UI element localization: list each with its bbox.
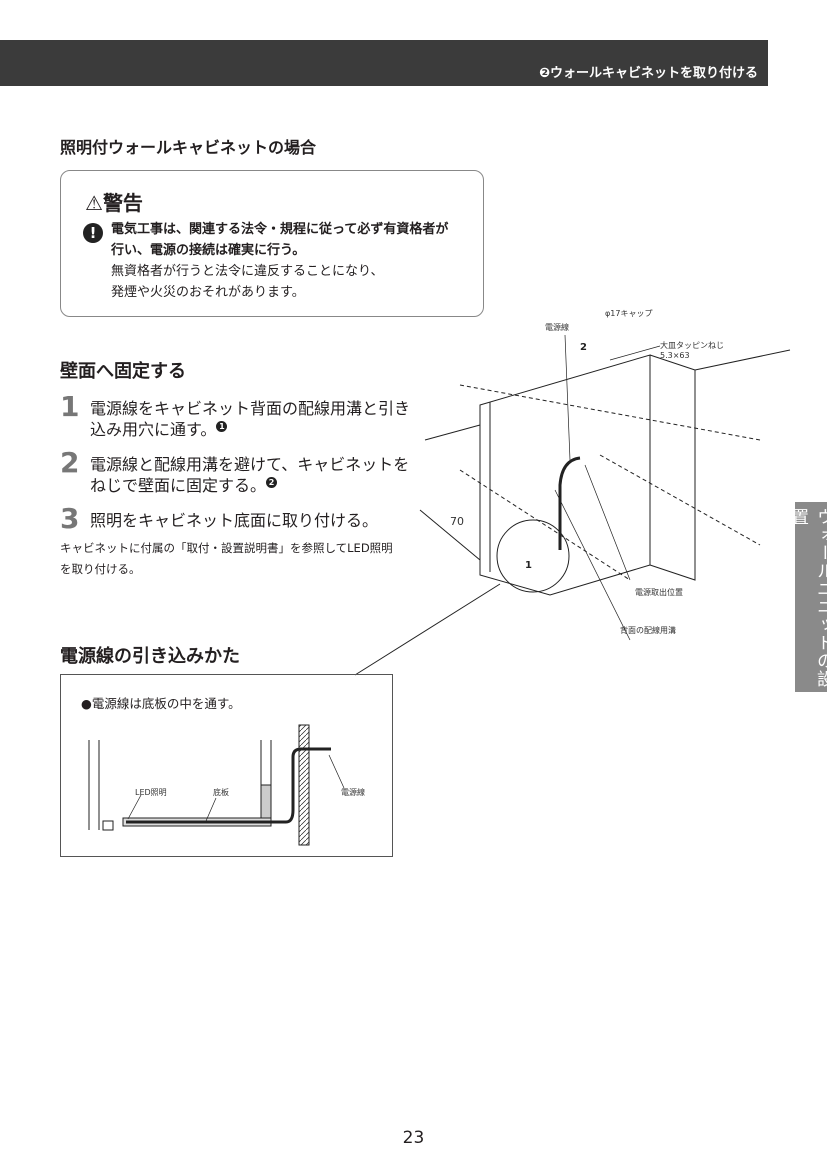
mark-1: 1 bbox=[525, 560, 532, 571]
label-leaders bbox=[554, 334, 661, 641]
header-section-title: ❷ウォールキャビネットを取り付ける bbox=[538, 66, 758, 81]
section-title: 照明付ウォールキャビネットの場合 bbox=[60, 138, 317, 157]
wall-lines bbox=[419, 349, 791, 561]
warning-bold-line: 電気工事は、関連する法令・規程に従って必ず有資格者が bbox=[111, 222, 449, 237]
detail-circle bbox=[496, 519, 570, 593]
label-power-line: 電源線 bbox=[545, 322, 569, 332]
cabinet-side bbox=[479, 402, 491, 575]
label-bottom-board: 底板 bbox=[213, 787, 229, 797]
routing-diagram: LED照明 底板 電源線 bbox=[88, 724, 365, 846]
routing-note: ●電源線は底板の中を通す。 bbox=[81, 696, 241, 711]
cabinet-back bbox=[479, 354, 651, 596]
warning-text-line: 発煙や火災のおそれがあります。 bbox=[111, 285, 305, 300]
header-bar: ❷ウォールキャビネットを取り付ける bbox=[0, 40, 768, 86]
label-led: LED照明 bbox=[135, 788, 167, 797]
leader-line bbox=[354, 583, 501, 676]
label-cap: φ17キャップ bbox=[605, 309, 652, 318]
label-power-line: 電源線 bbox=[341, 787, 365, 797]
warning-title: ⚠警告 bbox=[85, 191, 143, 215]
ref-mark: 2 bbox=[266, 476, 278, 488]
label-screw: 大皿タッピンねじ bbox=[660, 340, 724, 350]
warning-triangle-icon: ⚠ bbox=[85, 191, 103, 215]
label-groove: 背面の配線用溝 bbox=[620, 625, 676, 635]
page-number: 23 bbox=[402, 1128, 425, 1148]
warning-bold-line: 行い、電源の接続は確実に行う。 bbox=[111, 243, 306, 258]
cabinet-right-side bbox=[649, 354, 696, 581]
warning-box: ⚠警告 ! 電気工事は、関連する法令・規程に従って必ず有資格者が 行い、電源の接… bbox=[60, 170, 484, 317]
routing-inset: ●電源線は底板の中を通す。 LED照明 底板 電源線 bbox=[60, 674, 393, 857]
mark-2: 2 bbox=[580, 342, 587, 353]
fix-title: 壁面へ固定する bbox=[60, 361, 186, 382]
label-dimension: 70 bbox=[450, 515, 464, 528]
label-screw-size: 5.3×63 bbox=[660, 351, 690, 360]
warning-text-line: 無資格者が行うと法令に違反することになり、 bbox=[111, 264, 384, 279]
power-cable bbox=[558, 456, 581, 550]
routing-title: 電源線の引き込みかた bbox=[60, 646, 240, 667]
ref-mark: 1 bbox=[216, 420, 228, 432]
cabinet-diagram: 電源線 φ17キャップ 大皿タッピンねじ 5.3×63 70 電源取出位置 背面… bbox=[354, 309, 791, 676]
screw-lines bbox=[459, 384, 761, 581]
label-outlet: 電源取出位置 bbox=[635, 587, 683, 597]
step-note: キャビネットに付属の「取付・設置説明書」を参照してLED照明を取り付ける。 bbox=[60, 541, 393, 576]
exclamation-icon: ! bbox=[83, 223, 103, 243]
